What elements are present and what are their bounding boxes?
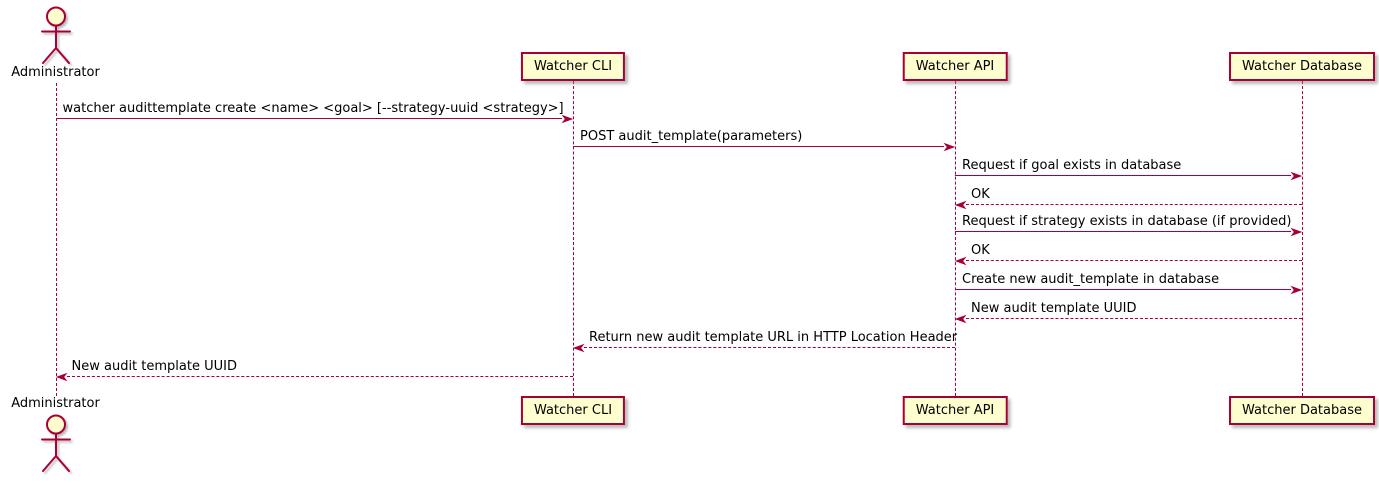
actor-administrator-figure-top-icon [40, 6, 71, 64]
message-2-line [573, 146, 944, 147]
message-10-label: New audit template UUID [71, 359, 237, 374]
participant-box-watcher-db-bottom: Watcher Database [1229, 396, 1375, 425]
message-8-arrowhead-icon [954, 314, 967, 323]
message-6-arrowhead-icon [954, 256, 967, 265]
actor-administrator-figure-bottom-icon [40, 414, 71, 472]
message-10-arrowhead-icon [55, 372, 67, 381]
message-4-arrowhead-icon [954, 200, 967, 209]
message-2-arrowhead-icon [943, 142, 956, 151]
message-3-label: Request if goal exists in database [962, 158, 1182, 173]
message-2-label: POST audit_template(parameters) [580, 129, 803, 144]
message-5-arrowhead-icon [1290, 227, 1303, 236]
message-1-label: watcher audittemplate create <name> <goa… [62, 101, 564, 116]
message-3-arrowhead-icon [1290, 171, 1303, 180]
lifeline-administrator [55, 83, 57, 396]
message-7-line [955, 289, 1291, 290]
message-7-arrowhead-icon [1290, 285, 1303, 294]
message-1-line [55, 118, 562, 119]
message-5-label: Request if strategy exists in database (… [962, 214, 1292, 229]
message-6-line [966, 260, 1302, 261]
lifeline-watcher-api [955, 81, 956, 396]
message-5-line [955, 231, 1291, 232]
message-1-arrowhead-icon [561, 114, 574, 123]
message-8-label: New audit template UUID [971, 301, 1137, 316]
message-3-line [955, 175, 1291, 176]
participant-box-watcher-cli-top: Watcher CLI [520, 52, 626, 81]
participant-box-watcher-db-top: Watcher Database [1229, 52, 1375, 81]
message-9-label: Return new audit template URL in HTTP Lo… [589, 330, 958, 345]
lifeline-watcher-db [1302, 81, 1303, 396]
message-4-label: OK [971, 187, 990, 202]
participant-box-watcher-api-bottom: Watcher API [902, 396, 1008, 425]
actor-administrator-label-bottom: Administrator [11, 396, 100, 411]
lifeline-watcher-cli [573, 81, 574, 396]
message-10-line [66, 376, 573, 377]
message-9-arrowhead-icon [572, 343, 585, 352]
message-9-line [584, 347, 955, 348]
participant-box-watcher-api-top: Watcher API [902, 52, 1008, 81]
actor-administrator-label-top: Administrator [11, 65, 100, 80]
message-6-label: OK [971, 243, 990, 258]
message-7-label: Create new audit_template in database [962, 272, 1220, 287]
participant-box-watcher-cli-bottom: Watcher CLI [520, 396, 626, 425]
message-8-line [966, 318, 1302, 319]
message-4-line [966, 204, 1302, 205]
